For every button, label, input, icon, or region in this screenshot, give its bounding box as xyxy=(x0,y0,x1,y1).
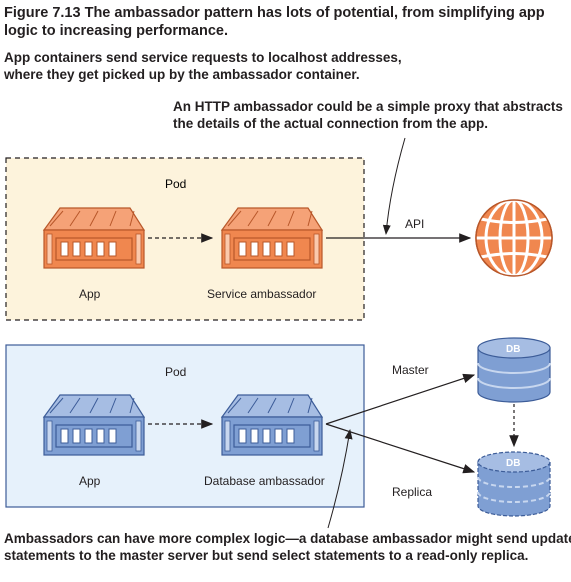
pod2-app-label: App xyxy=(79,474,101,488)
annotation-bottom: Ambassadors can have more complex logic—… xyxy=(4,530,571,564)
pod1-app-label: App xyxy=(79,287,101,301)
annotation-http-line1: An HTTP ambassador could be a simple pro… xyxy=(173,99,563,114)
master-db-label: DB xyxy=(506,344,520,355)
database-icon: DB xyxy=(477,337,551,403)
container-icon xyxy=(43,394,145,456)
annotation-top-line2: where they get picked up by the ambassad… xyxy=(4,67,360,82)
annotation-http-line2: the details of the actual connection fro… xyxy=(173,116,489,131)
annotation-top-line1: App containers send service requests to … xyxy=(4,50,402,65)
annotation-top: App containers send service requests to … xyxy=(4,49,402,83)
http-annotation-pointer xyxy=(382,137,406,235)
pod1-label: Pod xyxy=(165,177,186,191)
replica-db-label: DB xyxy=(506,458,520,469)
annotation-http: An HTTP ambassador could be a simple pro… xyxy=(173,98,563,132)
pod1-ambassador-label: Service ambassador xyxy=(207,287,316,301)
api-label: API xyxy=(405,217,424,231)
annotation-bottom-line1: Ambassadors can have more complex logic—… xyxy=(4,531,571,546)
container-icon xyxy=(43,207,145,269)
database-icon: DB xyxy=(477,451,551,517)
figure-caption: Figure 7.13 The ambassador pattern has l… xyxy=(4,5,545,39)
container-icon xyxy=(221,207,323,269)
container-icon xyxy=(221,394,323,456)
pod2-label: Pod xyxy=(165,365,186,379)
replica-label: Replica xyxy=(392,485,432,499)
db-annotation-pointer xyxy=(327,429,353,529)
master-label: Master xyxy=(392,363,429,377)
db-ambassador-to-master-arrow xyxy=(325,373,476,425)
globe-icon xyxy=(475,198,553,278)
annotation-bottom-line2: statements to the master server but send… xyxy=(4,548,529,563)
pod2-ambassador-label: Database ambassador xyxy=(204,474,325,488)
